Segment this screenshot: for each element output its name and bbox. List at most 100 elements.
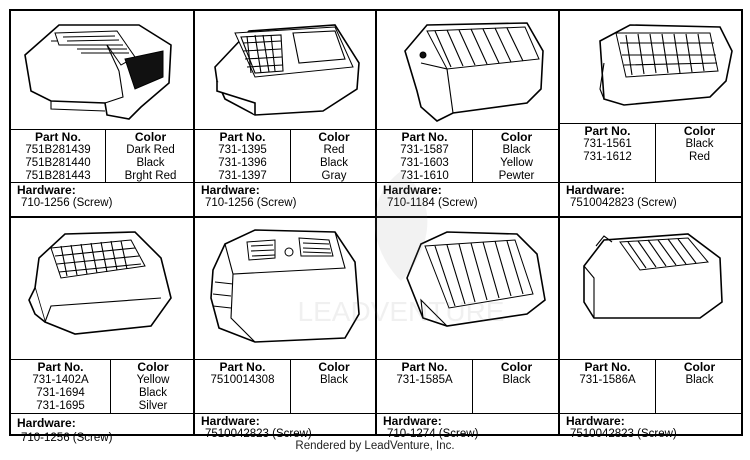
part-table: Part No. 731-1586A Color Black [560, 359, 741, 413]
part-table: Part No. 731-1395 731-1396 731-1397 Colo… [195, 129, 375, 182]
hardware-section: Hardware: 710-1256 (Screw) [195, 182, 375, 216]
hardware-section: Hardware: 710-1274 (Screw) [377, 413, 558, 440]
part-number-header: Part No. [584, 124, 631, 138]
color-value: Pewter [498, 170, 535, 182]
engine-cover-illustration [406, 231, 546, 327]
hardware-section: Hardware: 710-1256 (Screw) [11, 182, 193, 216]
part-number: 731-1694 [36, 387, 85, 399]
color-header: Color [500, 130, 533, 144]
color-value: Black [319, 157, 349, 169]
engine-cover-illustration [583, 233, 723, 319]
part-cell-3: Part No. 731-1587 731-1603 731-1610 Colo… [377, 11, 558, 216]
engine-cover-illustration [214, 24, 360, 116]
part-table: Part No. 731-1587 731-1603 731-1610 Colo… [377, 129, 558, 182]
part-number: 731-1397 [218, 170, 267, 182]
part-number: 731-1585A [396, 374, 453, 386]
color-header: Color [134, 130, 167, 144]
hardware-value: 710-1274 (Screw) [387, 428, 479, 440]
color-value: Silver [138, 400, 168, 412]
hardware-section: Hardware: 710-1256 (Screw) [11, 413, 193, 444]
parts-sheet: Part No. 751B281439 751B281440 751B28144… [9, 9, 743, 444]
hardware-value: 7510042823 (Screw) [205, 428, 312, 440]
hardware-header: Hardware: [201, 183, 260, 197]
color-value: Dark Red [126, 144, 175, 156]
color-value: Black [138, 387, 168, 399]
leadventure-watermark: LEADVENTURE [298, 171, 505, 327]
color-header: Color [500, 360, 533, 374]
part-number: 751B281443 [25, 170, 91, 182]
hardware-section: Hardware: 7510042823 (Screw) [195, 413, 375, 440]
part-number: 731-1395 [218, 144, 267, 156]
part-table: Part No. 751B281439 751B281440 751B28144… [11, 129, 193, 182]
color-value: Gray [321, 170, 347, 182]
hardware-header: Hardware: [383, 184, 558, 197]
grid-divider [11, 216, 741, 218]
grid-divider [375, 11, 377, 434]
color-value: Red [323, 144, 345, 156]
part-number-header: Part No. [584, 360, 631, 374]
color-value: Yellow [500, 157, 533, 169]
color-header: Color [318, 130, 350, 144]
part-number: 751B281440 [25, 157, 91, 169]
part-table: Part No. 731-1561 731-1612 Color Black R… [560, 123, 741, 182]
engine-cover-illustration [210, 229, 360, 343]
hardware-header: Hardware: [17, 183, 76, 197]
part-number: 731-1402A [32, 374, 89, 386]
color-header: Color [318, 360, 350, 374]
engine-cover-illustration [28, 231, 172, 335]
hardware-section: Hardware: 7510042823 (Screw) [560, 413, 741, 440]
part-cell-8: Part No. 731-1586A Color Black Hardware:… [560, 218, 741, 440]
color-value: Black [319, 374, 349, 386]
color-value: Black [136, 157, 165, 169]
color-value: Black [685, 374, 714, 386]
part-table: Part No. 731-1402A 731-1694 731-1695 Col… [11, 359, 193, 413]
color-value: Black [685, 138, 714, 150]
part-number-header: Part No. [37, 360, 84, 374]
color-value: Black [502, 144, 531, 156]
color-header: Color [137, 360, 169, 374]
part-number: 731-1561 [583, 138, 632, 150]
part-cell-7: Part No. 731-1585A Color Black Hardware:… [377, 218, 558, 440]
hardware-value: 7510042823 (Screw) [570, 197, 677, 209]
part-number: 731-1610 [400, 170, 449, 182]
part-number-header: Part No. [219, 360, 266, 374]
hardware-value: 710-1256 (Screw) [21, 432, 113, 444]
color-value: Yellow [136, 374, 170, 386]
hardware-header: Hardware: [201, 414, 260, 428]
footer-credit: Rendered by LeadVenture, Inc. [295, 440, 455, 452]
color-value: Brght Red [124, 170, 177, 182]
hardware-header: Hardware: [383, 414, 442, 428]
hardware-section: Hardware: 7510042823 (Screw) [560, 182, 741, 216]
color-header: Color [683, 124, 716, 138]
hardware-header: Hardware: [566, 414, 625, 428]
part-table: Part No. 731-1585A Color Black [377, 359, 558, 413]
part-number: 731-1603 [400, 157, 449, 169]
part-table: Part No. 7510014308 Color Black [195, 359, 375, 413]
engine-cover-illustration [24, 24, 172, 120]
part-cell-6: Part No. 7510014308 Color Black Hardware… [195, 218, 375, 440]
part-cell-5: Part No. 731-1402A 731-1694 731-1695 Col… [11, 218, 193, 444]
part-number: 731-1612 [583, 151, 632, 163]
part-cell-1: Part No. 751B281439 751B281440 751B28144… [11, 11, 193, 216]
watermark-text: LEADVENTURE [298, 296, 505, 327]
part-number-header: Part No. [401, 360, 448, 374]
color-value: Red [688, 151, 711, 163]
part-number: 7510014308 [210, 374, 275, 386]
part-number-header: Part No. [219, 130, 266, 144]
part-number: 731-1396 [218, 157, 267, 169]
part-cell-2: Part No. 731-1395 731-1396 731-1397 Colo… [195, 11, 375, 216]
part-number-header: Part No. [34, 130, 81, 144]
part-number: 731-1695 [36, 400, 85, 412]
hardware-value: 710-1184 (Screw) [387, 197, 478, 209]
engine-cover-illustration [404, 22, 544, 122]
grid-divider [193, 11, 195, 434]
grid-divider [558, 11, 560, 434]
color-value: Black [502, 374, 531, 386]
part-cell-4: Part No. 731-1561 731-1612 Color Black R… [560, 11, 741, 216]
part-number: 751B281439 [25, 144, 91, 156]
engine-cover-illustration [599, 24, 733, 106]
part-number: 731-1586A [579, 374, 636, 386]
color-header: Color [683, 360, 716, 374]
hardware-header: Hardware: [17, 416, 76, 430]
hardware-value: 710-1256 (Screw) [21, 197, 113, 209]
